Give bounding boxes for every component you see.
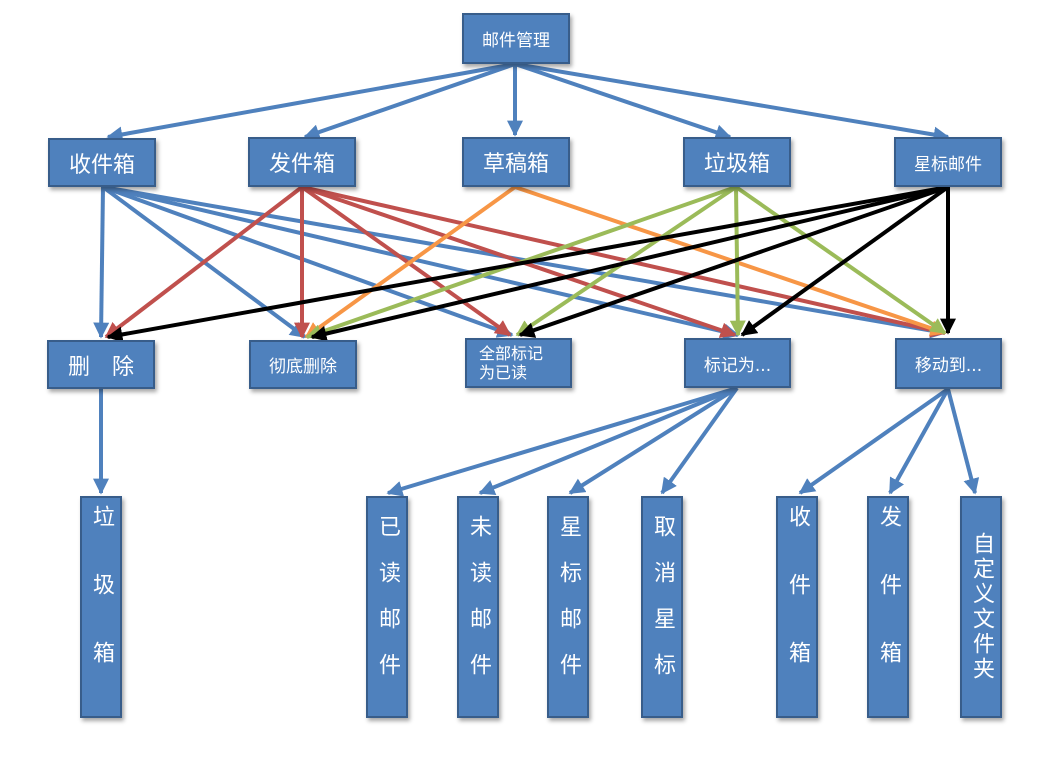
folder-trash-label: 垃圾箱 (703, 152, 770, 177)
folder-inbox: 收件箱 (48, 138, 156, 187)
action-mark-as: 标记为... (684, 338, 791, 388)
folder-drafts-label: 草稿箱 (482, 152, 549, 177)
result-read-mail: 已读邮件 (366, 496, 408, 718)
folder-starred: 星标邮件 (894, 137, 1002, 187)
result-inbox-label: 收件箱 (785, 505, 810, 709)
result-custom-folder-label: 自定义文件夹 (969, 532, 994, 682)
result-inbox: 收件箱 (776, 496, 818, 718)
drafts-edges (304, 185, 947, 339)
result-edges (93, 386, 980, 497)
result-unstar-label: 取消星标 (650, 515, 675, 699)
result-unread-mail-label: 未读邮件 (466, 515, 491, 699)
result-unread-mail: 未读邮件 (457, 496, 499, 718)
starred-edges (106, 185, 956, 343)
result-sent: 发件箱 (867, 496, 909, 718)
action-delete-permanently-label: 彻底删除 (269, 357, 337, 377)
action-mark-all-read: 全部标记为已读 (465, 338, 572, 388)
folder-sent: 发件箱 (248, 137, 356, 187)
result-starred-mail-label: 星标邮件 (556, 515, 581, 699)
folder-starred-label: 星标邮件 (914, 154, 982, 175)
result-unstar: 取消星标 (641, 496, 683, 718)
result-trash-folder: 垃圾箱 (80, 496, 122, 718)
result-starred-mail: 星标邮件 (547, 496, 589, 718)
root-node-mail-management: 邮件管理 (462, 13, 570, 64)
folder-inbox-label: 收件箱 (68, 152, 135, 178)
result-custom-folder: 自定义文件夹 (960, 496, 1002, 718)
result-trash-folder-label: 垃圾箱 (89, 505, 114, 709)
action-delete-label: 删 除 (67, 354, 134, 380)
action-delete-permanently: 彻底删除 (249, 340, 357, 389)
result-read-mail-label: 已读邮件 (375, 515, 400, 699)
action-delete: 删 除 (47, 340, 155, 389)
folder-trash: 垃圾箱 (683, 137, 791, 187)
folder-sent-label: 发件箱 (268, 152, 335, 177)
action-mark-as-label: 标记为... (703, 355, 772, 376)
action-move-to: 移动到... (895, 338, 1002, 389)
action-mark-all-read-label: 全部标记为已读 (479, 344, 544, 382)
folder-drafts: 草稿箱 (462, 137, 570, 187)
root-edges (106, 62, 950, 143)
result-sent-label: 发件箱 (876, 505, 901, 709)
action-move-to-label: 移动到... (914, 356, 983, 376)
root-label: 邮件管理 (482, 31, 550, 51)
